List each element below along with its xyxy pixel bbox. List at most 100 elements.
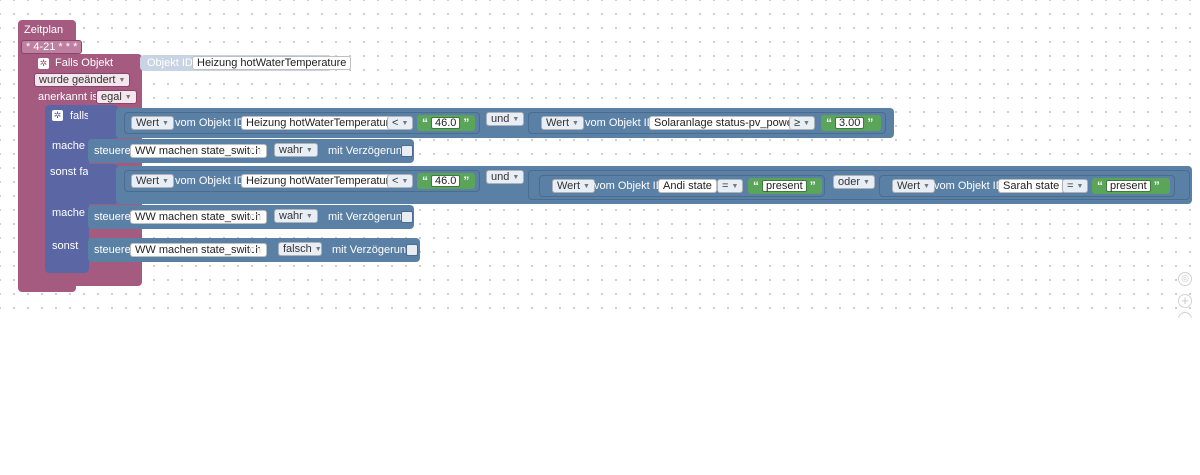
action-value: wahr <box>279 144 303 156</box>
operator-dropdown[interactable]: =▼ <box>1062 179 1089 193</box>
text-value[interactable]: 46.0 <box>431 175 461 187</box>
compare-1[interactable]: Wert▼ vom Objekt ID Heizung hotWaterTemp… <box>124 112 480 134</box>
object-id-label: Objekt ID <box>147 57 193 69</box>
condition-1-and[interactable]: Wert▼ vom Objekt ID Heizung hotWaterTemp… <box>116 108 894 138</box>
value-dropdown[interactable]: Wert▼ <box>541 116 584 130</box>
object-field[interactable]: Andi state <box>658 179 717 193</box>
operator-dropdown[interactable]: ≥▼ <box>789 116 815 130</box>
if-block[interactable]: ✲ falls mache sonst falls mache sonst <box>45 105 99 273</box>
compare-sarah[interactable]: Wert▼ vom Objekt ID Sarah state =▼ “pres… <box>879 175 1175 197</box>
quote-close-icon: ” <box>463 174 470 188</box>
if-arm-2 <box>88 164 118 204</box>
and-label: und <box>491 171 510 183</box>
operator-value: = <box>722 180 729 192</box>
with-label: mit <box>250 145 265 157</box>
text-literal[interactable]: “present” <box>1092 178 1170 194</box>
operator-value: < <box>392 117 399 129</box>
changed-dropdown[interactable]: wurde geändert▼ <box>34 73 131 87</box>
value-dropdown[interactable]: wahr▼ <box>274 143 318 157</box>
operator-dropdown[interactable]: <▼ <box>387 116 414 130</box>
chevron-down-icon: ▼ <box>314 246 322 253</box>
gear-icon[interactable]: ✲ <box>38 58 49 69</box>
compare-3[interactable]: Wert▼ vom Objekt ID Heizung hotWaterTemp… <box>124 170 480 192</box>
chevron-down-icon: ▼ <box>512 174 520 181</box>
quote-open-icon: “ <box>1097 179 1103 193</box>
chevron-down-icon: ▼ <box>512 116 520 123</box>
value-dropdown[interactable]: falsch▼ <box>278 242 322 256</box>
value-dropdown[interactable]: Wert▼ <box>131 174 174 188</box>
value-dropdown[interactable]: Wert▼ <box>552 179 595 193</box>
delay-checkbox[interactable] <box>401 211 413 223</box>
and-dropdown[interactable]: und▼ <box>486 112 525 126</box>
control-action-2[interactable]: steuere WW machen state_switch mit wahr▼… <box>88 205 414 229</box>
object-field[interactable]: Heizung hotWaterTemperature <box>241 174 401 188</box>
operator-value: < <box>392 175 399 187</box>
or-dropdown[interactable]: oder▼ <box>833 175 875 189</box>
value-label: Wert <box>897 180 921 192</box>
target-field[interactable]: WW machen state_switch <box>130 243 267 257</box>
operator-dropdown[interactable]: <▼ <box>387 174 414 188</box>
delay-label: mit Verzögerung <box>328 211 409 223</box>
chevron-down-icon: ▼ <box>583 183 590 190</box>
acknowledged-value: egal <box>101 91 122 103</box>
from-object-label: vom Objekt ID <box>175 175 245 187</box>
delay-checkbox[interactable] <box>401 145 413 157</box>
target-field[interactable]: WW machen state_switch <box>130 210 267 224</box>
text-literal[interactable]: “46.0” <box>417 115 475 131</box>
schedule-title: Zeitplan <box>24 24 64 36</box>
do-label-2: mache <box>52 207 86 219</box>
blockly-workspace[interactable]: Zeitplan * 4-21 * * * ✲ Falls Objekt wur… <box>0 0 1200 318</box>
text-value[interactable]: present <box>1106 180 1151 192</box>
value-dropdown[interactable]: wahr▼ <box>274 209 318 223</box>
value-dropdown[interactable]: Wert▼ <box>892 179 935 193</box>
text-literal[interactable]: “3.00” <box>821 115 881 131</box>
action-value: wahr <box>279 210 303 222</box>
target-field[interactable]: WW machen state_switch <box>130 144 267 158</box>
condition-2-and[interactable]: Wert▼ vom Objekt ID Heizung hotWaterTemp… <box>116 166 1192 204</box>
do-label-1: mache <box>52 140 86 152</box>
else-if-label: sonst falls <box>50 166 99 178</box>
delay-checkbox[interactable] <box>406 244 418 256</box>
and-label: und <box>491 113 510 125</box>
or-block[interactable]: Wert▼ vom Objekt ID Andi state =▼ “prese… <box>528 170 1190 200</box>
chevron-down-icon: ▼ <box>923 183 930 190</box>
quote-open-icon: “ <box>422 174 428 188</box>
control-label: steuere <box>94 244 131 256</box>
chevron-down-icon: ▼ <box>305 147 313 154</box>
and-dropdown[interactable]: und▼ <box>486 170 525 184</box>
operator-value: = <box>1067 180 1074 192</box>
value-dropdown[interactable]: Wert▼ <box>131 116 174 130</box>
value-label: Wert <box>546 117 570 129</box>
value-label: Wert <box>136 117 160 129</box>
object-field[interactable]: Sarah state <box>998 179 1065 193</box>
text-value[interactable]: 3.00 <box>835 117 865 129</box>
or-label: oder <box>838 176 861 188</box>
acknowledged-dropdown[interactable]: egal▼ <box>96 90 137 104</box>
control-action-1[interactable]: steuere WW machen state_switch mit wahr▼… <box>88 139 414 163</box>
trigger-label: Falls Objekt <box>55 57 114 69</box>
compare-andi[interactable]: Wert▼ vom Objekt ID Andi state =▼ “prese… <box>539 175 825 197</box>
zoom-in-icon[interactable]: + <box>1178 294 1192 308</box>
gear-icon[interactable]: ✲ <box>52 110 63 121</box>
text-value[interactable]: present <box>762 180 807 192</box>
text-literal[interactable]: “46.0” <box>417 173 475 189</box>
operator-dropdown[interactable]: =▼ <box>717 179 744 193</box>
schedule-cron-field[interactable]: * 4-21 * * * <box>21 40 83 54</box>
zoom-out-icon[interactable]: − <box>1178 312 1192 318</box>
chevron-down-icon: ▼ <box>124 94 132 101</box>
text-value[interactable]: 46.0 <box>431 117 461 129</box>
object-id-field[interactable]: Heizung hotWaterTemperature <box>192 56 352 70</box>
text-literal[interactable]: “present” <box>748 178 822 194</box>
chevron-down-icon: ▼ <box>162 178 169 185</box>
chevron-down-icon: ▼ <box>305 213 313 220</box>
chevron-down-icon: ▼ <box>863 179 870 186</box>
object-field[interactable]: Heizung hotWaterTemperature <box>241 116 401 130</box>
control-action-else[interactable]: steuere WW machen state_switch mit falsc… <box>88 238 420 262</box>
from-object-label: vom Objekt ID <box>585 117 655 129</box>
object-id-block[interactable]: Objekt ID Heizung hotWaterTemperature <box>140 55 352 71</box>
object-field[interactable]: Solaranlage status-pv_power <box>649 116 802 130</box>
chevron-down-icon: ▼ <box>731 183 739 190</box>
center-icon[interactable]: ◎ <box>1178 272 1192 286</box>
compare-2[interactable]: Wert▼ vom Objekt ID Solaranlage status-p… <box>528 112 886 134</box>
chevron-down-icon: ▼ <box>401 120 409 127</box>
